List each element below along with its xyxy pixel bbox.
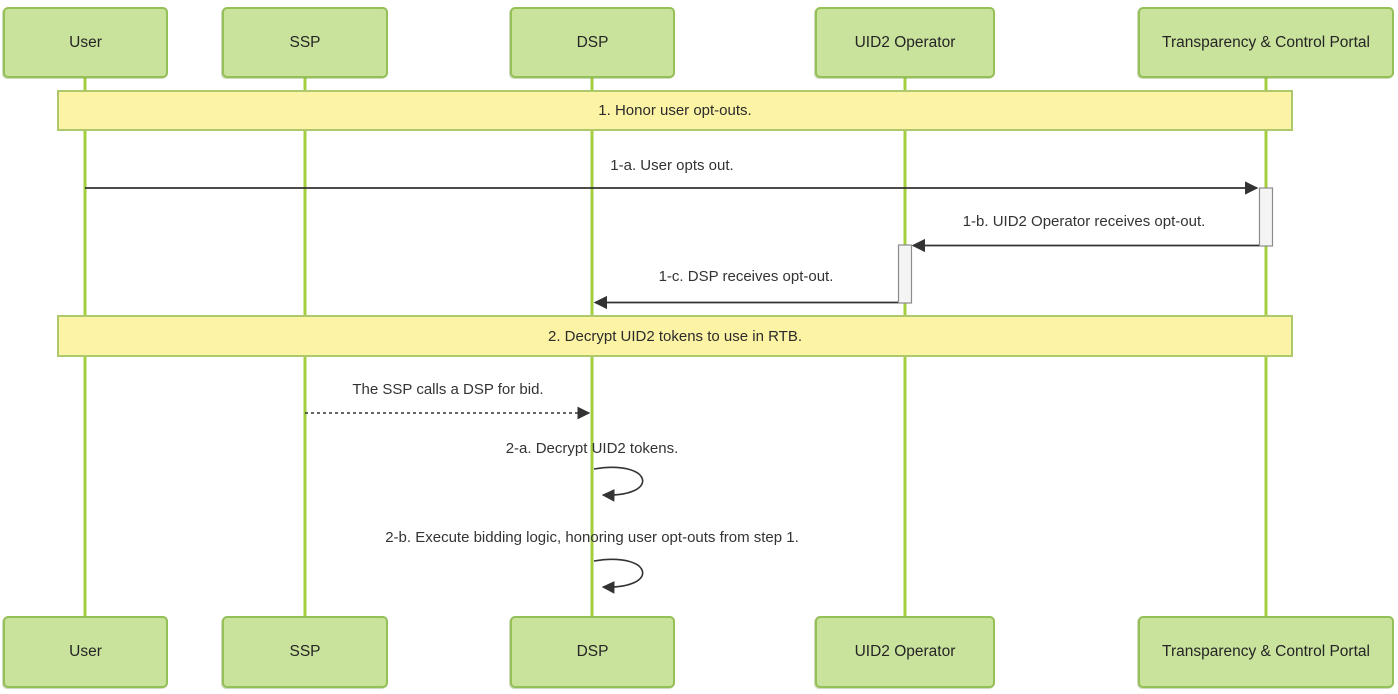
message-label-1c: 1-c. DSP receives opt-out. [658,268,834,285]
actor-label: UID2 Operator [854,33,956,51]
message-label-1a: 1-a. User opts out. [610,157,734,174]
actor-label: SSP [289,643,321,660]
actor-label: UID2 Operator [854,643,956,660]
message-label-1b: 1-b. UID2 Operator receives opt-out. [962,213,1206,230]
actor-label: Transparency & Control Portal [1162,33,1370,51]
actor-top-dsp: DSP [510,7,675,78]
actor-top-transparency-control-portal: Transparency & Control Portal [1138,7,1394,78]
actor-bottom-uid2-operator: UID2 Operator [815,616,995,688]
actor-label: DSP [576,33,609,51]
actor-label: SSP [289,33,321,51]
message-label-ssp-calls-dsp: The SSP calls a DSP for bid. [352,381,544,398]
actor-label: User [69,33,102,51]
message-label-2a: 2-a. Decrypt UID2 tokens. [505,440,679,457]
actor-label: DSP [576,643,609,660]
step-banner-label: 2. Decrypt UID2 tokens to use in RTB. [548,327,802,345]
activation-bar-portal [1258,187,1274,247]
step-banner-label: 1. Honor user opt-outs. [598,102,752,119]
self-loop-2a-decrypt-tokens [593,466,644,502]
actor-label: User [69,643,102,660]
actor-top-uid2-operator: UID2 Operator [815,7,995,78]
step-banner-1: 1. Honor user opt-outs. [57,90,1293,131]
actor-bottom-user: User [3,616,168,688]
actor-bottom-dsp: DSP [510,616,675,688]
self-loop-2b-bidding-logic [593,558,644,594]
actor-label: Transparency & Control Portal [1162,643,1370,660]
actor-top-user: User [3,7,168,78]
step-banner-2: 2. Decrypt UID2 tokens to use in RTB. [57,315,1293,357]
actor-bottom-transparency-control-portal: Transparency & Control Portal [1138,616,1394,688]
activation-bar-uid2-operator [897,244,913,304]
message-label-2b: 2-b. Execute bidding logic, honoring use… [385,529,799,546]
actor-bottom-ssp: SSP [222,616,388,688]
actor-top-ssp: SSP [222,7,388,78]
